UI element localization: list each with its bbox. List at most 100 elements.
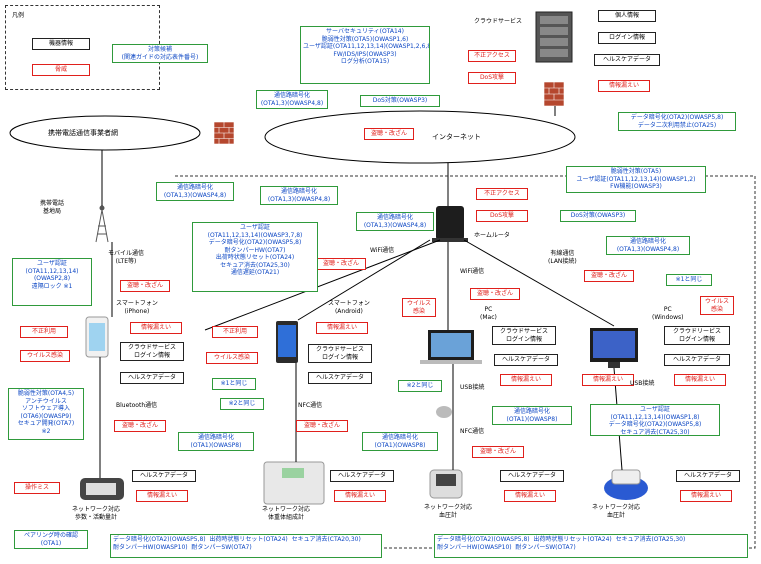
scale-health-data: ヘルスケアデータ [330, 470, 394, 482]
usb-encryption-measure: 通信路暗号化 (OTA1)(OWASP8) [492, 406, 572, 425]
iphone-login-info: クラウドサービス ログイン情報 [120, 342, 184, 361]
pedometer-label: ネットワーク対応 歩数・活動量計 [72, 506, 121, 521]
threat-iphone-unauthorized: 不正利用 [20, 326, 68, 338]
threat-wifi-tamper: 盗聴・改ざん [316, 258, 366, 270]
legend-device-info: 機器情報 [32, 38, 90, 50]
body-scale-icon [263, 461, 325, 505]
threat-mac-leak: 情報漏えい [500, 374, 552, 386]
threat-mac-virus: ウイルス 感染 [402, 298, 436, 317]
bp2-health-data: ヘルスケアデータ [676, 470, 740, 482]
threat-bluetooth-tamper: 盗聴・改ざん [114, 420, 166, 432]
legend-title: 凡例 [12, 12, 25, 19]
threat-pedometer-leak: 情報漏えい [136, 490, 188, 502]
windows-pc-icon [590, 328, 638, 368]
internet-cloud [264, 110, 576, 164]
android-security-measures: ユーザ認証 (OTA11,12,13,14)(OWASP3,7,8) データ暗号… [192, 222, 318, 292]
bp-monitor-icon [429, 469, 463, 499]
threat-bp2-leak: 情報漏えい [680, 490, 732, 502]
mac-health-data: ヘルスケアデータ [494, 354, 558, 366]
iphone-auth-measure: ユーザ認証 (OTA11,12,13,14) (OWASP2,8) 遠隔ロック … [12, 258, 92, 306]
nfc-comm-label-2: NFC通信 [460, 428, 485, 435]
usb-conn-label-2: USB接続 [630, 380, 655, 387]
mac-laptop-icon [420, 330, 482, 364]
bp2-label: ネットワーク対応 血圧計 [592, 504, 641, 519]
cloud-server-icon [535, 11, 573, 63]
threat-carrier-tamper: 盗聴・改ざん [364, 128, 414, 140]
android-icon [276, 321, 298, 363]
cloud-service-label: クラウドサービス [474, 18, 523, 25]
iphone-health-data: ヘルスケアデータ [120, 372, 184, 384]
device-security-measures-left: データ暗号化(OTA2)(OWASP5,8) 出荷時状態リセット(OTA24) … [110, 534, 382, 558]
threat-cloud-info-leak: 情報漏えい [598, 80, 650, 92]
threat-dos-attack: DoS攻撃 [468, 72, 516, 84]
threat-nfc-tamper: 盗聴・改ざん [296, 420, 348, 432]
same-as-note-2: ※2と同じ [220, 398, 264, 410]
android-health-data: ヘルスケアデータ [308, 372, 372, 384]
threat-lan-tamper: 盗聴・改ざん [584, 270, 634, 282]
nfc-encryption-measure: 通信路暗号化 (OTA1)(OWASP8) [362, 432, 438, 451]
threat-router-dos: DoS攻撃 [476, 210, 528, 222]
threat-win-leak-1: 情報漏えい [582, 374, 634, 386]
cloud-info-health: ヘルスケアデータ [594, 54, 660, 66]
iphone-icon [85, 316, 109, 358]
threat-nfc-tamper-2: 盗聴・改ざん [472, 446, 524, 458]
nfc-reader-icon [436, 406, 452, 418]
mac-label: PC (Mac) [480, 306, 497, 321]
threat-mobile-tamper: 盗聴・改ざん [120, 280, 170, 292]
cloud-security-measures: サーバセキュリティ(OTA14) 脆弱性対策(OTA5)(OWASP1,6) ユ… [300, 26, 430, 84]
same-as-note-1-win: ※1と同じ [666, 274, 712, 286]
iphone-label: スマートフォン (iPhone) [116, 300, 158, 315]
threat-bp-leak: 情報漏えい [504, 490, 556, 502]
home-router-icon [432, 206, 468, 242]
carrier-network-label: 携帯電話通信事業者網 [48, 129, 118, 137]
legend-countermeasure: 対策候補 (関連ガイドの対応表件番号) [112, 44, 208, 63]
threat-router-unauthorized: 不正アクセス [476, 188, 528, 200]
carrier-encryption-measure: 通信路暗号化 (OTA1,3)(OWASP4,8) [256, 90, 328, 109]
bluetooth-encryption-measure: 通信路暗号化 (OTA1)(OWASP8) [178, 432, 254, 451]
cloud-info-login: ログイン情報 [598, 32, 656, 44]
mobile-comm-label: モバイル通信 (LTE等) [108, 250, 145, 265]
threat-win-virus: ウイルス 感染 [700, 296, 734, 315]
legend-threat: 脅威 [32, 64, 90, 76]
pc-security-measures: ユーザ認証 (OTA11,12,13,14)(OWASP1,8) データ暗号化(… [590, 404, 720, 436]
router-encryption-measure: 通信路暗号化 (OTA1,3)(OWASP4,8) [260, 186, 338, 205]
same-as-note-2-mac: ※2と同じ [398, 380, 442, 392]
threat-android-virus: ウイルス感染 [206, 352, 258, 364]
cell-tower-icon [95, 205, 109, 243]
cloud-dos-measure: DoS対策(OWASP3) [360, 95, 440, 107]
firewall-icon [543, 81, 565, 107]
home-router-label: ホームルータ [474, 232, 510, 239]
wifi-comm-label: WiFi通信 [370, 247, 395, 254]
same-as-note-1: ※1と同じ [212, 378, 256, 390]
windows-health-data: ヘルスケアデータ [664, 354, 730, 366]
threat-scale-leak: 情報漏えい [334, 490, 386, 502]
windows-login-info: クラウドリービス ログイン情報 [664, 326, 730, 345]
threat-iphone-virus: ウイルス感染 [20, 350, 70, 362]
pedometer-icon [80, 478, 124, 500]
iphone-vulnerability-measures: 脆弱性対策(OTA4,5) アンチウイルス ソフトウェア導入 (OTA6)(OW… [8, 388, 84, 440]
nfc-comm-label: NFC通信 [298, 402, 323, 409]
mac-login-info: クラウドサービス ログイン情報 [492, 326, 556, 345]
pairing-measure: ペアリング時の確認 (OTA1) [14, 530, 88, 549]
bp-monitor-icon [604, 469, 648, 500]
android-label: スマートフォン (Android) [328, 300, 370, 315]
wifi-encryption-measure: 通信路暗号化 (OTA1,3)(OWASP4,8) [356, 212, 434, 231]
device-security-measures-right: データ暗号化(OTA2)(OWASP5,8) 出荷時状態リセット(OTA24) … [434, 534, 748, 558]
wired-comm-label: 有線通信 (LAN接続) [548, 250, 577, 265]
firewall-icon [213, 121, 235, 145]
router-security-measures: 脆弱性対策(OTA5) ユーザ認証(OTA11,12,13,14)(OWASP1… [566, 166, 706, 193]
pedometer-health-data: ヘルスケアデータ [132, 470, 196, 482]
lan-encryption-measure: 通信路暗号化 (OTA1,3)(OWASP4,8) [606, 236, 690, 255]
threat-iphone-leak: 情報漏えい [130, 322, 182, 334]
mobile-encryption-measure: 通信路暗号化 (OTA1,3)(OWASP4,8) [156, 182, 234, 201]
usb-conn-label: USB接続 [460, 384, 485, 391]
carrier-network-cloud [9, 115, 201, 151]
bp-health-data: ヘルスケアデータ [500, 470, 564, 482]
threat-wifi-tamper-2: 盗聴・改ざん [470, 288, 520, 300]
bp-label: ネットワーク対応 血圧計 [424, 504, 473, 519]
threat-android-leak: 情報漏えい [316, 322, 368, 334]
threat-android-unauthorized: 不正利用 [212, 326, 258, 338]
scale-label: ネットワーク対応 体重体組成計 [262, 506, 311, 521]
